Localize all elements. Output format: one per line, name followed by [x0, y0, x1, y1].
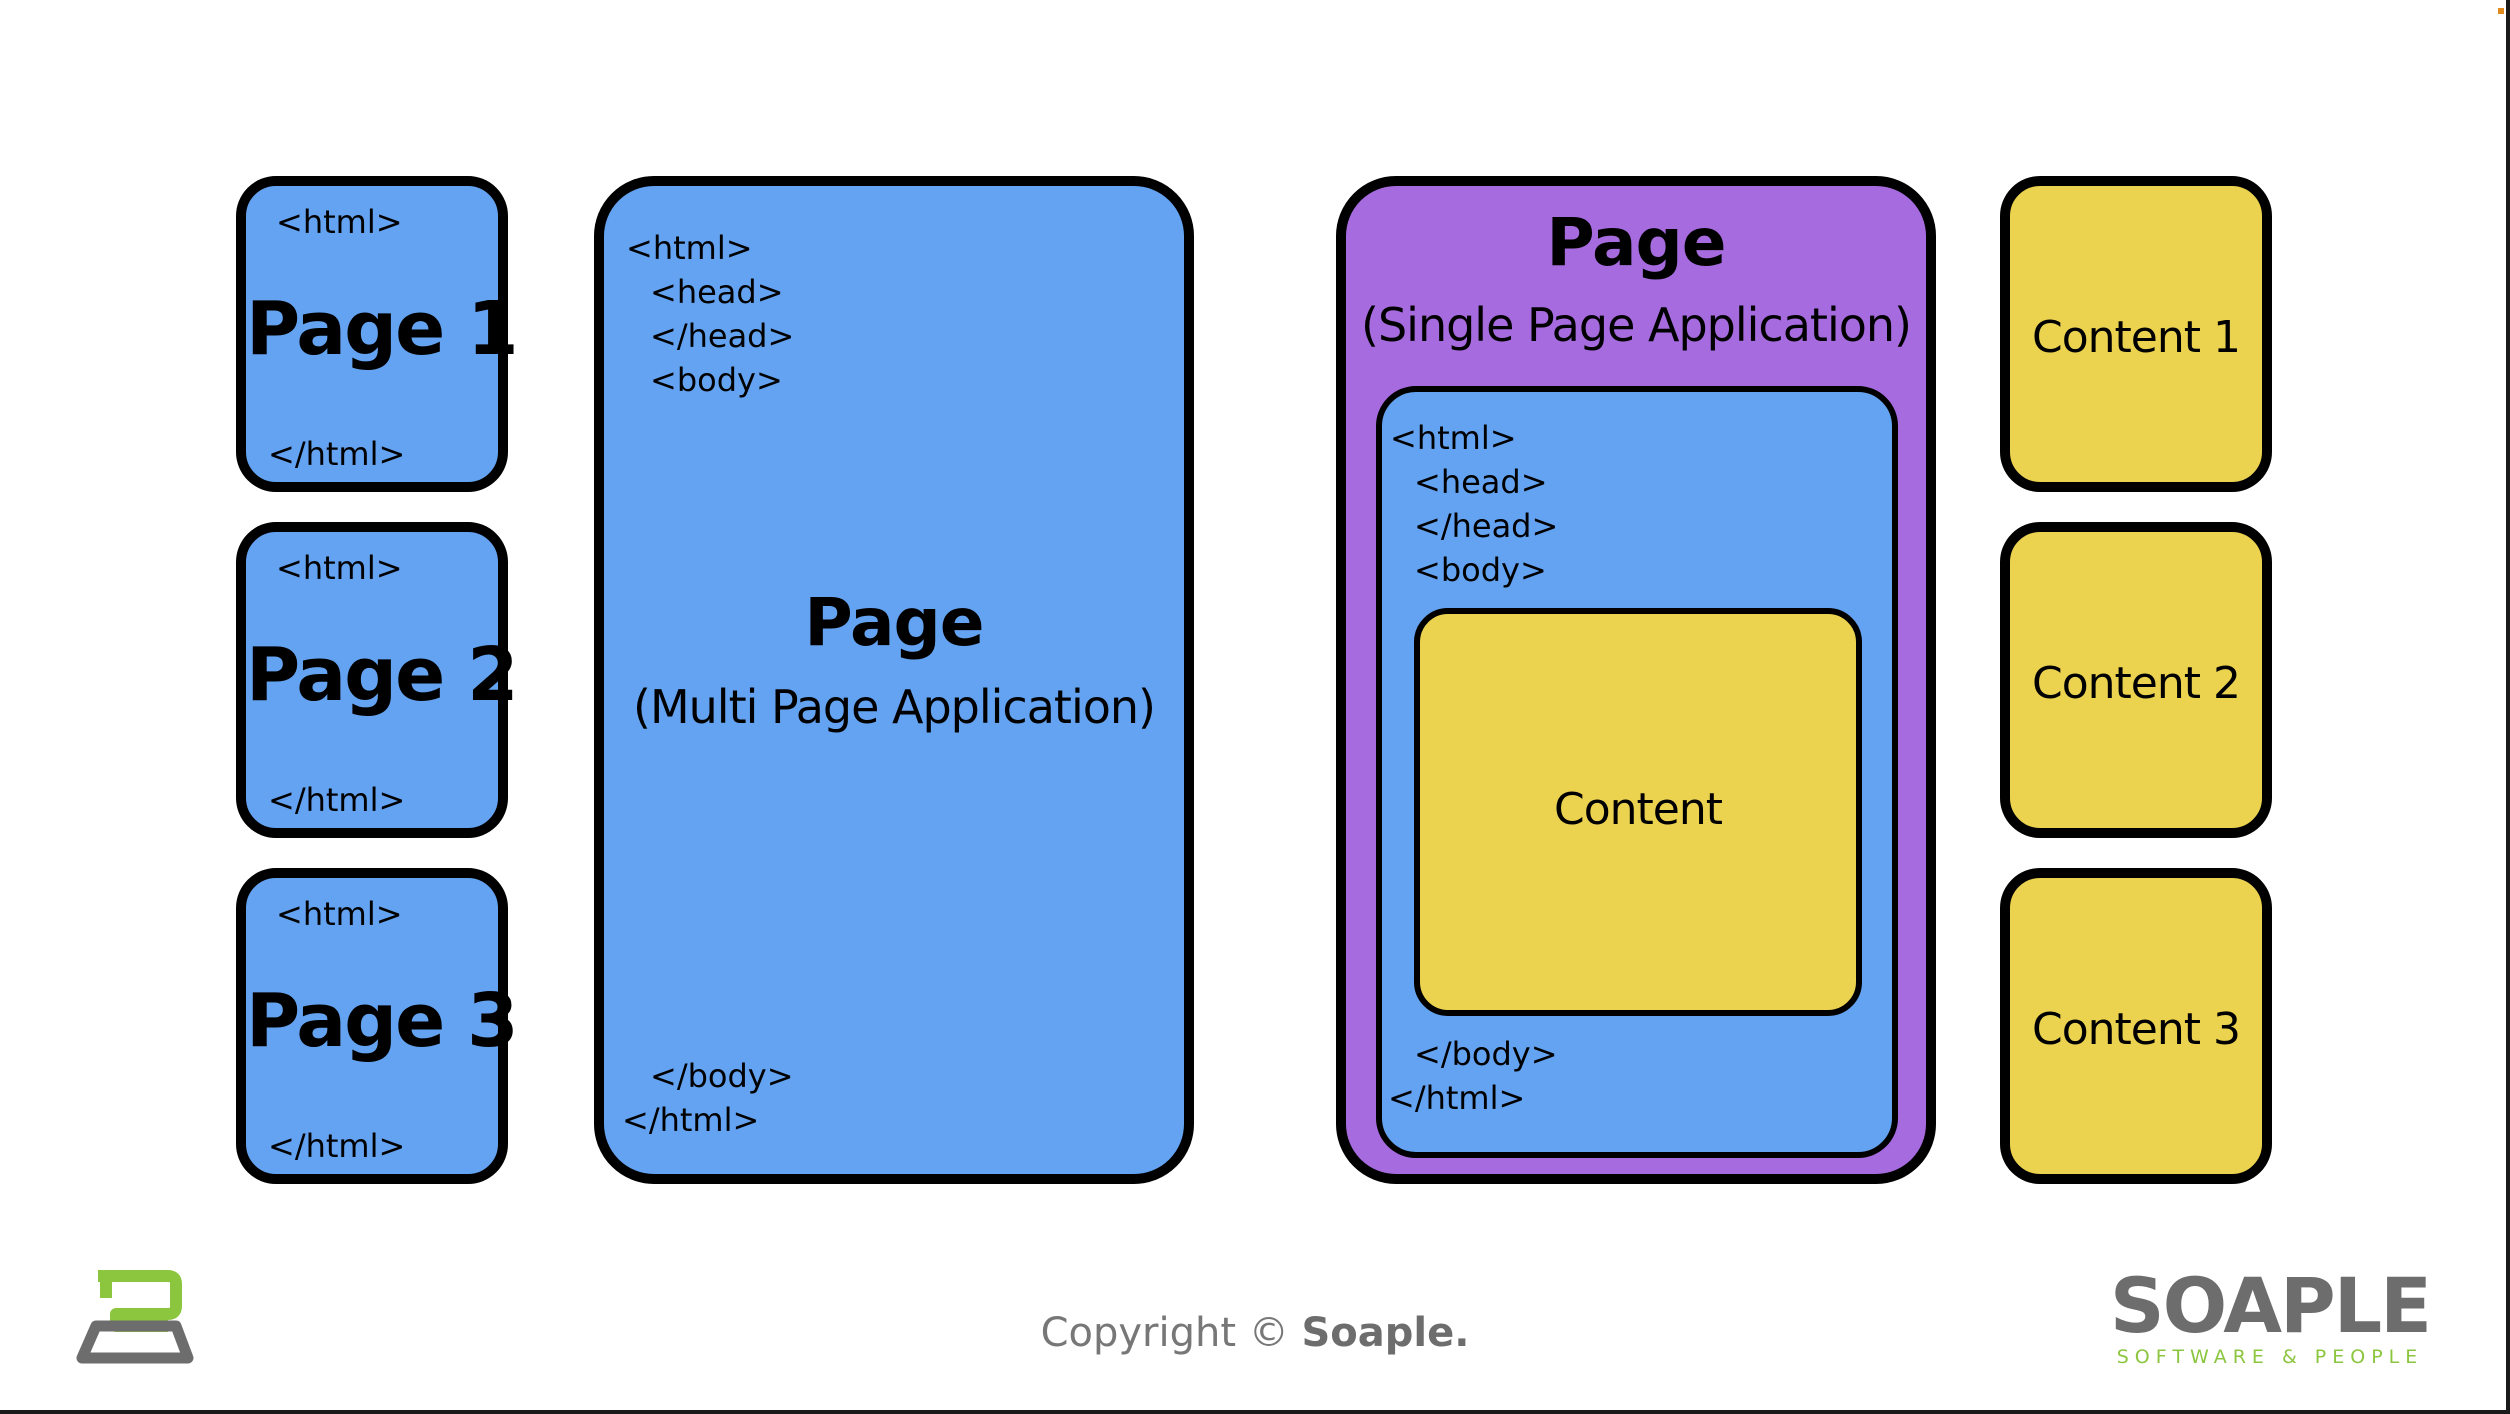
frame-right-edge — [2506, 0, 2510, 1414]
body-close-tag: </body> — [1414, 1035, 1558, 1073]
head-close-tag: </head> — [650, 317, 795, 355]
spa-subtitle: (Single Page Application) — [1361, 298, 1912, 352]
spa-content-label: Content — [1554, 784, 1723, 835]
content-box-1: Content 1 — [2000, 176, 2272, 492]
spa-inner-html: <html> <head> </head> <body> Content </b… — [1376, 386, 1898, 1158]
spa-title: Page — [1546, 204, 1726, 281]
copyright: Copyright © Soaple. — [0, 1310, 2510, 1356]
soaple-mark-icon — [76, 1270, 194, 1364]
corner-marker — [2498, 8, 2504, 14]
page-title: Page 2 — [246, 632, 519, 718]
head-close-tag: </head> — [1414, 507, 1559, 545]
html-close-tag: </html> — [1388, 1079, 1526, 1117]
spa-page: Page (Single Page Application) <html> <h… — [1336, 176, 1936, 1184]
html-open-tag: <html> — [276, 203, 403, 241]
mpa-title: Page — [804, 584, 984, 661]
copyright-brand: Soaple. — [1301, 1310, 1470, 1356]
html-open-tag: <html> — [276, 895, 403, 933]
mpa-page-1: <html> Page 1 </html> — [236, 176, 519, 492]
html-close-tag: </html> — [268, 1127, 406, 1165]
mpa-page: <html> <head> </head> <body> Page (Multi… — [594, 176, 1194, 1184]
mpa-page-3: <html> Page 3 </html> — [236, 868, 519, 1184]
content-label: Content 3 — [2032, 1004, 2241, 1055]
spa-content-area: Content — [1414, 608, 1862, 1016]
body-open-tag: <body> — [650, 361, 783, 399]
content-label: Content 2 — [2032, 658, 2241, 709]
mpa-subtitle: (Multi Page Application) — [633, 680, 1156, 734]
logo-tagline: SOFTWARE & PEOPLE — [2116, 1346, 2424, 1368]
content-box-3: Content 3 — [2000, 868, 2272, 1184]
soaple-logo: SOAPLE SOFTWARE & PEOPLE — [2100, 1261, 2440, 1369]
content-box-2: Content 2 — [2000, 522, 2272, 838]
body-open-tag: <body> — [1414, 551, 1547, 589]
copyright-text: Copyright © — [1040, 1310, 1302, 1356]
html-open-tag: <html> — [626, 229, 753, 267]
html-close-tag: </html> — [622, 1101, 760, 1139]
head-open-tag: <head> — [1414, 463, 1548, 501]
html-close-tag: </html> — [268, 435, 406, 473]
body-close-tag: </body> — [650, 1057, 794, 1095]
content-label: Content 1 — [2032, 312, 2241, 363]
html-open-tag: <html> — [276, 549, 403, 587]
page-title: Page 1 — [246, 286, 519, 372]
html-open-tag: <html> — [1390, 419, 1517, 457]
head-open-tag: <head> — [650, 273, 784, 311]
logo-wordmark: SOAPLE — [2109, 1261, 2432, 1350]
html-close-tag: </html> — [268, 781, 406, 819]
frame-bottom-edge — [0, 1410, 2510, 1414]
page-title: Page 3 — [246, 978, 519, 1064]
mpa-page-2: <html> Page 2 </html> — [236, 522, 519, 838]
